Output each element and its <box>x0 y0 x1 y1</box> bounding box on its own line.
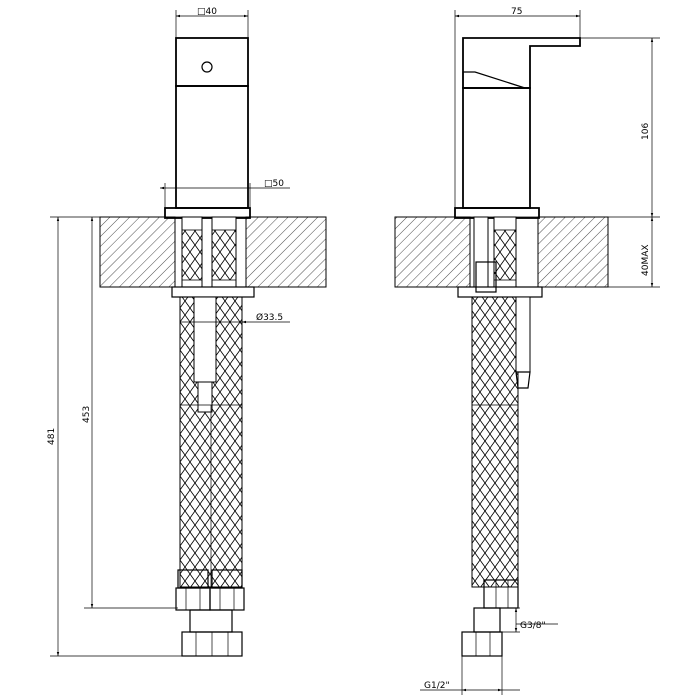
dim-body-width: □40 <box>175 7 249 38</box>
dim-counter-thickness-label: 40MAX <box>641 244 651 276</box>
front-mounting-fittings <box>171 216 255 298</box>
side-faucet-body <box>454 37 581 219</box>
dim-base-width: □50 <box>160 179 290 208</box>
front-lever-hole <box>201 61 213 73</box>
dim-total-height-label: 481 <box>47 428 57 445</box>
dim-body-height-label: 106 <box>641 123 651 140</box>
dim-base-width-label: □50 <box>264 179 284 189</box>
dim-thread-large-label: G1/2" <box>424 681 450 691</box>
dim-thread-small: G3/8" <box>496 607 558 633</box>
front-countertop <box>99 216 327 288</box>
dim-hole-diameter-label: Ø33.5 <box>256 312 283 323</box>
dim-hose-height: 453 <box>82 217 178 609</box>
front-connection-nuts <box>175 569 245 657</box>
dim-counter-thickness: 40MAX <box>608 217 660 288</box>
front-faucet-body <box>164 37 251 219</box>
side-connection-nuts <box>461 579 519 657</box>
dim-depth: 75 <box>454 7 581 208</box>
dim-hose-height-label: 453 <box>82 406 92 423</box>
side-hoses <box>471 296 531 588</box>
front-hoses <box>179 296 243 588</box>
side-view: 75 106 40MAX G3/8" <box>394 7 660 695</box>
dim-body-height: 106 <box>539 37 660 218</box>
side-countertop <box>394 216 609 288</box>
dim-thread-small-label: G3/8" <box>520 621 546 631</box>
dim-thread-large: G1/2" <box>420 656 520 695</box>
side-mounting-fittings <box>457 216 543 298</box>
dim-total-height: 481 <box>47 216 182 657</box>
dim-depth-label: 75 <box>511 7 522 17</box>
dim-body-width-label: □40 <box>197 7 217 17</box>
dim-hole-diameter: Ø33.5 <box>180 312 290 324</box>
front-view: □40 □50 Ø33.5 481 453 <box>47 7 327 657</box>
